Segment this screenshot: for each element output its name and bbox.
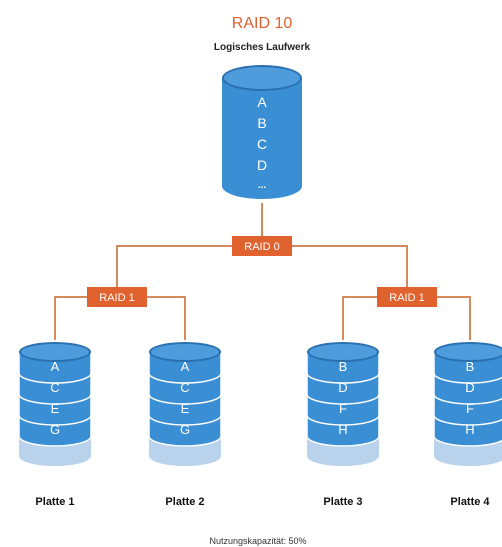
logical-letter-4: ... — [258, 180, 267, 191]
disk-4-letter-2: F — [466, 401, 474, 416]
line-raid1-right-to-disks — [342, 296, 471, 340]
disk-3-letter-1: D — [338, 380, 347, 395]
raid1-left-box: RAID 1 — [87, 287, 147, 307]
disk-1-letter-3: G — [50, 422, 60, 437]
disk-2-letter-2: E — [181, 401, 190, 416]
disk-1-label: Platte 1 — [35, 496, 74, 508]
disk-4-letter-0: B — [466, 359, 475, 374]
disk-1-letter-0: A — [51, 359, 60, 374]
disk-2-letter-0: A — [181, 359, 190, 374]
raid1-right-label: RAID 1 — [389, 292, 424, 304]
diagram-subtitle: Logisches Laufwerk — [214, 42, 311, 53]
logical-drive: A B C D ... — [222, 65, 302, 199]
line-raid1-left-to-disks — [54, 296, 186, 340]
disk-2-letter-1: C — [180, 380, 189, 395]
raid1-left-label: RAID 1 — [99, 292, 134, 304]
disk-1-letter-2: E — [51, 401, 60, 416]
raid1-right-box: RAID 1 — [377, 287, 437, 307]
logical-letter-3: D — [257, 157, 267, 173]
disk-2-label: Platte 2 — [165, 496, 204, 508]
diagram-title: RAID 10 — [232, 15, 293, 32]
disk-4-letter-1: D — [465, 380, 474, 395]
disk-3-letter-2: F — [339, 401, 347, 416]
disk-3-letter-3: H — [338, 422, 347, 437]
logical-letter-2: C — [257, 136, 267, 152]
raid0-label: RAID 0 — [244, 241, 279, 253]
disk-2-letter-3: G — [180, 422, 190, 437]
connector-lines — [54, 203, 471, 340]
line-raid0-left — [116, 245, 232, 287]
logical-letter-1: B — [257, 115, 266, 131]
disk-3-letter-0: B — [339, 359, 348, 374]
raid0-box: RAID 0 — [232, 236, 292, 256]
capacity-note: Nutzungskapazität: 50% — [209, 536, 306, 546]
disk-4-letter-3: H — [465, 422, 474, 437]
disk-3-label: Platte 3 — [323, 496, 362, 508]
line-raid0-right — [292, 245, 408, 287]
logical-letter-0: A — [257, 94, 267, 110]
disk-4-label: Platte 4 — [450, 496, 490, 508]
disk-1-letter-1: C — [50, 380, 59, 395]
